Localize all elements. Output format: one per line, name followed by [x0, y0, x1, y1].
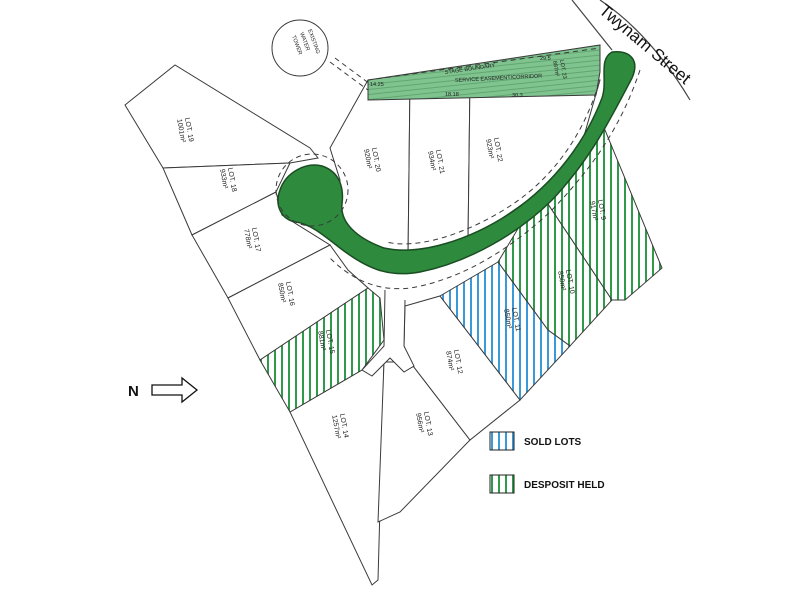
easement-dim-a: 14.25 — [370, 82, 384, 88]
lot-16-area: 850m² — [276, 283, 286, 304]
street-edge-2 — [599, 0, 691, 101]
lot-22-label: LOT. 22 — [492, 137, 503, 162]
lot-22-area: 923m² — [484, 139, 494, 160]
lot-17-label: LOT. 17 — [250, 227, 261, 252]
lot-15-area: 881m² — [316, 331, 326, 352]
tower-access-line — [329, 61, 369, 91]
road — [275, 51, 641, 377]
legend-sold-swatch — [489, 431, 515, 451]
legend-deposit-swatch — [489, 474, 515, 494]
lot-9-area: 917m² — [588, 201, 598, 222]
lot-17-parcel[interactable] — [191, 191, 332, 299]
lot-15-label: LOT. 15 — [324, 329, 335, 354]
easement-strip: STAGE BOUNDARY SERVICE EASEMENT/CORRIDOR… — [329, 44, 601, 101]
lot-21-label: LOT. 21 — [434, 149, 445, 174]
stage-boundary-line — [367, 47, 601, 81]
lot-19-label: LOT. 19 — [183, 117, 194, 142]
lot-12-label: LOT. 12 — [452, 349, 463, 374]
access-handle — [361, 289, 415, 377]
lot-14-area: 1257m² — [330, 415, 341, 440]
road-verge-inner — [385, 91, 597, 245]
lot-11-area: 850m² — [502, 309, 512, 330]
north-label: N — [128, 383, 139, 400]
lot-14-label: LOT. 14 — [338, 413, 349, 438]
road-surface — [277, 51, 636, 275]
easement-dim-d: 29.5 — [540, 56, 551, 62]
lot-21-area: 934m² — [426, 151, 436, 172]
lot-23-label: LOT. 23 — [558, 59, 567, 79]
easement-label: SERVICE EASEMENT/CORRIDOR — [455, 73, 543, 84]
water-tower: EXISTING WATER TOWER — [271, 19, 329, 77]
easement-dim-b: 18.18 — [445, 92, 459, 98]
lot-10-area: 850m² — [556, 271, 566, 292]
legend: SOLD LOTS DESPOSIT HELD — [489, 431, 605, 494]
water-tower-circle — [271, 19, 329, 77]
cul-de-sac-verge — [275, 153, 349, 227]
lot-18-area: 933m² — [218, 169, 228, 190]
lot-16-label: LOT. 16 — [284, 281, 295, 306]
tower-access-line-2 — [334, 57, 371, 85]
lot-11-parcel[interactable] — [439, 261, 571, 401]
lot-13-label: LOT. 13 — [422, 411, 433, 436]
legend-deposit-label: DESPOSIT HELD — [524, 480, 605, 491]
lot-19-parcel[interactable] — [124, 64, 319, 169]
lot-19-area: 1001m² — [175, 119, 186, 144]
lot-20-label: LOT. 20 — [370, 147, 381, 172]
lot-9-label: LOT. 9 — [596, 199, 606, 221]
lots-layer — [124, 64, 601, 586]
lot-13-area: 956m² — [414, 413, 424, 434]
sold-lots — [439, 261, 571, 401]
lot-18-label: LOT. 18 — [226, 167, 237, 192]
easement-area — [367, 44, 601, 101]
lot-10-label: LOT. 10 — [564, 269, 575, 294]
lot-12-area: 874m² — [444, 351, 454, 372]
lot-11-label: LOT. 11 — [510, 307, 521, 332]
easement-dim-c: 30.3 — [512, 93, 523, 99]
lot-20-area: 920m² — [362, 149, 372, 170]
street-edge-1 — [571, 0, 613, 51]
legend-sold-label: SOLD LOTS — [524, 437, 582, 448]
north-arrow: N — [128, 376, 199, 404]
lot-23-area: 887m² — [551, 61, 560, 78]
lot-17-area: 778m² — [242, 229, 252, 250]
lot-16-parcel[interactable] — [227, 244, 369, 361]
north-arrow-icon — [151, 376, 199, 404]
